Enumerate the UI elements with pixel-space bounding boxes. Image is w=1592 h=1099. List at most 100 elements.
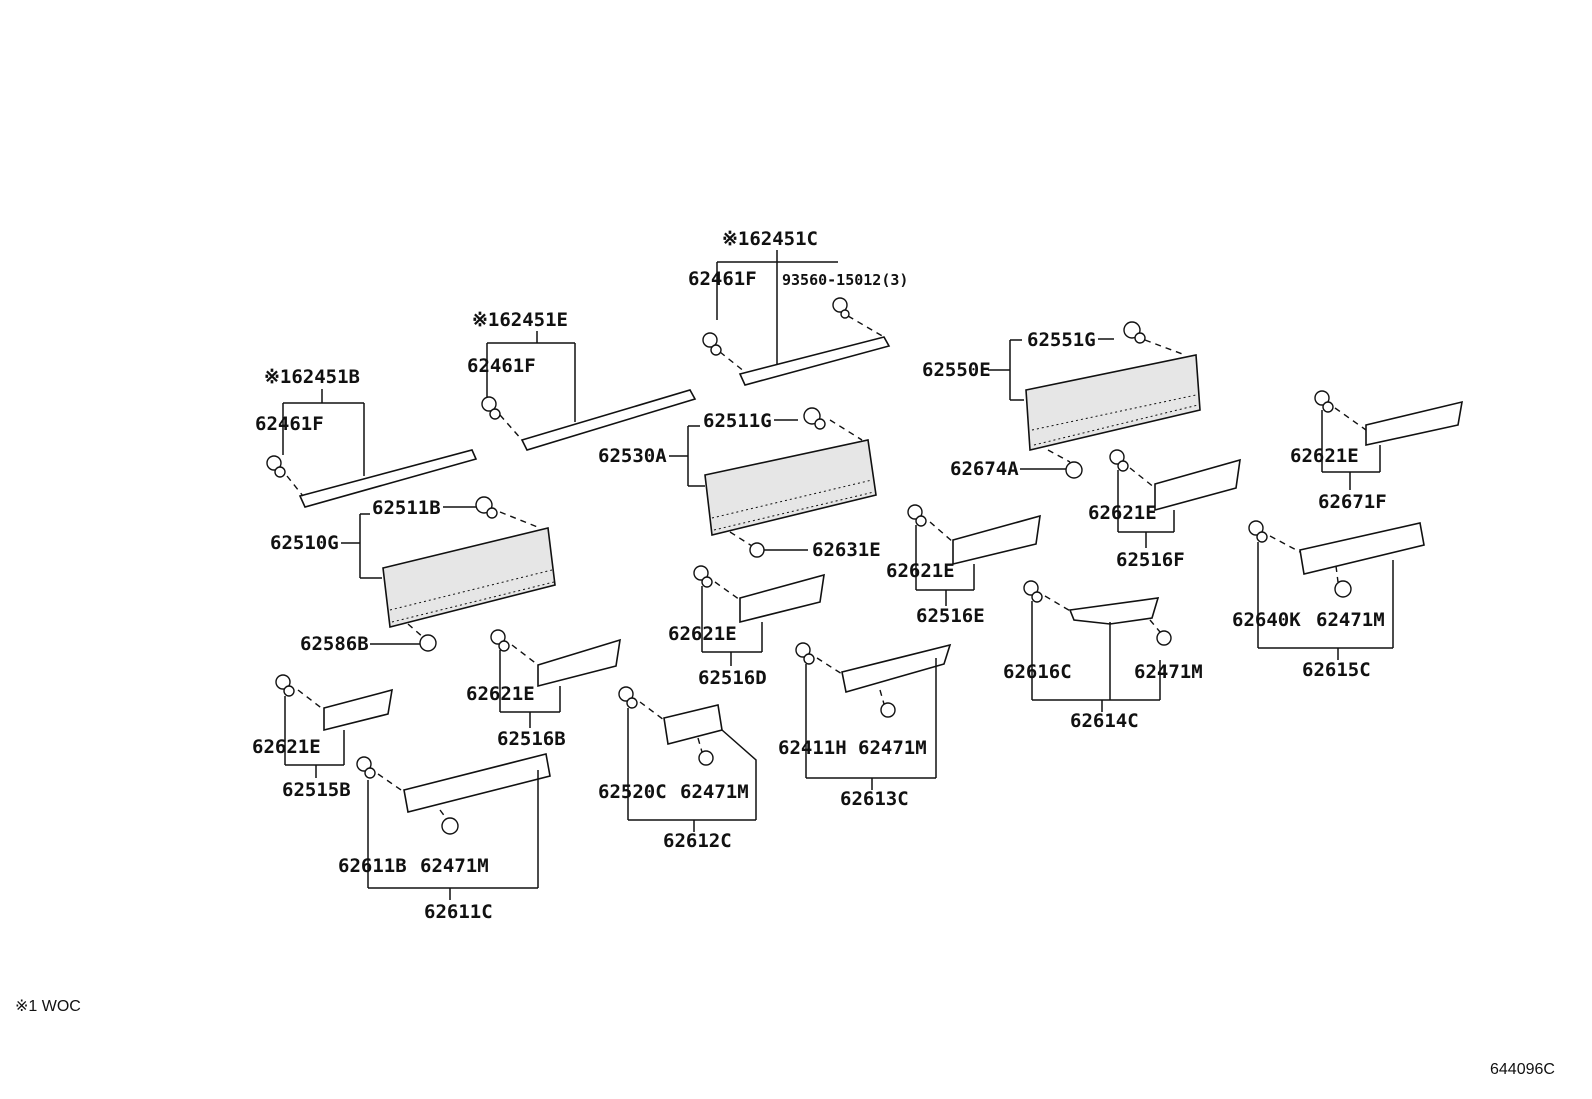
bracket-62516F[interactable] [1154,458,1241,512]
clip-icon[interactable] [749,542,765,558]
group-62510G: 62511B 62510G 62586B [270,496,556,655]
bracket-62614C[interactable] [1068,597,1160,625]
label-62674A[interactable]: 62674A [950,458,1019,480]
label-62516B[interactable]: 62516B [497,728,566,750]
label-62411H[interactable]: 62411H [778,737,847,759]
group-62530A: 62511G 62530A 62631E [598,407,881,561]
label-62640K[interactable]: 62640K [1232,609,1301,631]
label-62471M-c[interactable]: 62471M [858,737,927,759]
group-62613C: 62411H 62471M 62613C [778,642,952,810]
molding-62451B[interactable] [298,449,478,508]
clip-icon[interactable] [490,629,510,652]
clip-icon[interactable] [803,407,826,430]
clip-icon[interactable] [275,674,295,697]
clip-icon[interactable] [1023,580,1043,603]
label-93560-15012[interactable]: 93560-15012(3) [782,271,908,289]
bracket-62612C[interactable] [663,704,723,745]
label-62621E-a[interactable]: 62621E [1290,445,1359,467]
label-62530A[interactable]: 62530A [598,445,667,467]
clip-icon[interactable] [1065,461,1083,479]
clip-icon[interactable] [795,642,815,665]
footnote: ※1 WOC [15,998,81,1015]
panel-62530A[interactable] [704,439,877,536]
clip-icon[interactable] [475,496,498,519]
label-62516E[interactable]: 62516E [916,605,985,627]
screw-icon[interactable] [832,297,850,319]
label-62631E[interactable]: 62631E [812,539,881,561]
group-62451E: ※162451E 62461F [467,309,697,451]
bracket-62516E[interactable] [952,514,1041,566]
bracket-62611C[interactable] [403,753,551,813]
label-62451B[interactable]: ※162451B [264,366,360,388]
label-62611C[interactable]: 62611C [424,901,493,923]
clip-icon[interactable] [693,565,713,588]
label-62471M-b[interactable]: 62471M [1134,661,1203,683]
label-62511G[interactable]: 62511G [703,410,772,432]
molding-62451C[interactable] [738,336,891,386]
label-62461F-a[interactable]: 62461F [688,268,757,290]
group-62615C: 62640K 62471M 62615C [1232,520,1425,681]
label-62621E-e[interactable]: 62621E [466,683,535,705]
label-62550E[interactable]: 62550E [922,359,991,381]
label-62615C[interactable]: 62615C [1302,659,1371,681]
panel-62510G[interactable] [382,527,556,629]
label-62471M-e[interactable]: 62471M [420,855,489,877]
bracket-62615C[interactable] [1299,522,1425,575]
label-62612C[interactable]: 62612C [663,830,732,852]
label-62451E[interactable]: ※162451E [472,309,568,331]
label-62551G[interactable]: 62551G [1027,329,1096,351]
bracket-62515B[interactable] [323,688,393,732]
label-62520C[interactable]: 62520C [598,781,667,803]
label-62621E-c[interactable]: 62621E [886,560,955,582]
label-62621E-d[interactable]: 62621E [668,623,737,645]
clip-icon[interactable] [481,396,501,420]
label-62461F-b[interactable]: 62461F [467,355,536,377]
molding-62451E[interactable] [520,389,697,451]
label-62611B[interactable]: 62611B [338,855,407,877]
group-62515B: 62621E 62515B [252,674,393,801]
clip-icon[interactable] [698,750,714,766]
group-62612C: 62520C 62471M 62612C [598,686,757,852]
label-62471M-d[interactable]: 62471M [680,781,749,803]
label-62451C[interactable]: ※162451C [722,228,818,250]
label-62614C[interactable]: 62614C [1070,710,1139,732]
group-62516D: 62621E 62516D [668,565,825,689]
label-62616C[interactable]: 62616C [1003,661,1072,683]
label-62515B[interactable]: 62515B [282,779,351,801]
label-62621E-f[interactable]: 62621E [252,736,321,758]
label-62516F[interactable]: 62516F [1116,549,1185,571]
clip-icon[interactable] [1109,449,1129,472]
clip-icon[interactable] [441,817,459,835]
bracket-62516D[interactable] [739,573,825,624]
panel-62550E[interactable] [1025,354,1201,451]
label-62613C[interactable]: 62613C [840,788,909,810]
label-62461F-c[interactable]: 62461F [255,413,324,435]
clip-icon[interactable] [419,634,437,652]
label-62516D[interactable]: 62516D [698,667,767,689]
clip-icon[interactable] [702,332,722,356]
group-62451C: ※162451C 62461F 93560-15012(3) [688,228,908,386]
label-62621E-b[interactable]: 62621E [1088,502,1157,524]
label-62586B[interactable]: 62586B [300,633,369,655]
clip-icon[interactable] [266,455,286,478]
clip-icon[interactable] [1156,630,1172,646]
bracket-62516B[interactable] [537,638,621,688]
label-62511B[interactable]: 62511B [372,497,441,519]
label-62510G[interactable]: 62510G [270,532,339,554]
group-62550E: 62551G 62550E 62674A [922,321,1201,480]
group-62451B: ※162451B 62461F [255,366,478,508]
clip-icon[interactable] [1123,321,1146,344]
label-62671F[interactable]: 62671F [1318,491,1387,513]
clip-icon[interactable] [1334,580,1352,598]
clip-icon[interactable] [618,686,638,709]
clip-icon[interactable] [880,702,896,718]
bracket-62613C[interactable] [841,643,952,694]
group-62516B: 62621E 62516B [466,629,621,750]
clip-icon[interactable] [907,504,927,527]
clip-icon[interactable] [356,756,376,779]
bracket-62671F[interactable] [1365,400,1463,446]
clip-icon[interactable] [1248,520,1268,543]
clip-icon[interactable] [1314,390,1334,413]
label-62471M-a[interactable]: 62471M [1316,609,1385,631]
